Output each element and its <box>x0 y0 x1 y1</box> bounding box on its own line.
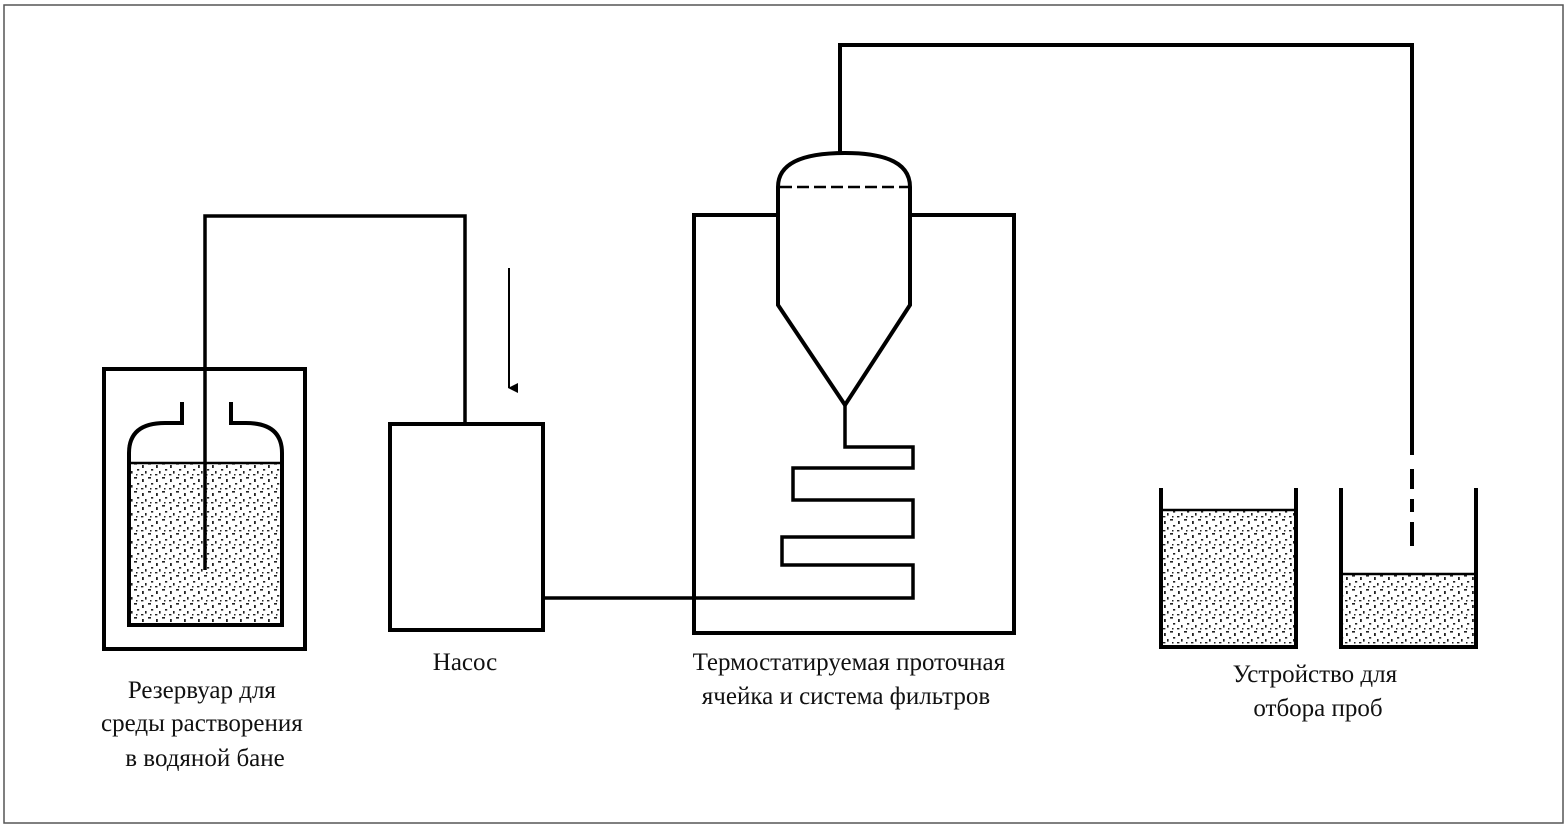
figure-frame <box>3 4 1564 824</box>
flow-cell <box>776 150 912 409</box>
sample-beaker-partial <box>1339 488 1478 649</box>
sample-liquid-partial <box>1343 574 1474 647</box>
sample-container-partial <box>1339 488 1478 649</box>
tube-cell-to-sampler <box>838 43 1414 455</box>
tube-reservoir-to-pump <box>203 214 467 570</box>
reservoir-label: Резервуар для среды растворения в водяно… <box>101 677 309 772</box>
flow-cell-label: Термостатируемая проточная ячейка и сист… <box>693 649 1012 710</box>
reservoir-vessel <box>127 402 284 627</box>
pump-box <box>388 422 545 632</box>
pump-label: Насос <box>433 649 497 676</box>
sample-beaker-full <box>1159 488 1298 649</box>
sampler-label: Устройство для отбора проб <box>1233 661 1404 722</box>
sample-liquid-full <box>1163 510 1294 647</box>
sample-container-full <box>1159 488 1298 649</box>
tube-pump-to-cell <box>543 405 915 600</box>
